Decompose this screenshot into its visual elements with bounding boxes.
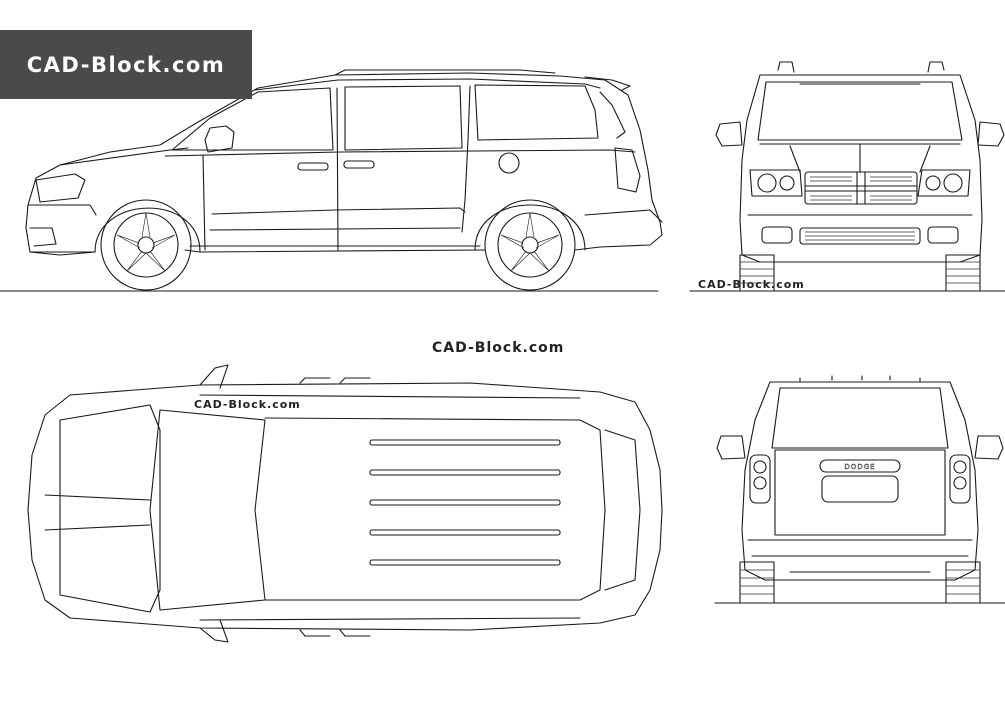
side-slide-handle [343,160,375,169]
top-side-lines [199,394,581,621]
front-view [689,61,1005,292]
rear-left-mirror [716,435,746,460]
front-right-mirror [977,121,1005,147]
top-hood-crease [44,494,151,531]
side-b-pillar [336,87,339,251]
top-upper-mirror [199,364,229,389]
front-left-foglamp [761,226,793,244]
side-front-handle [297,162,329,171]
side-rear-bumper [584,209,663,223]
logo-text: CAD-Block.com [26,52,226,77]
rear-plate-recess [821,475,899,503]
side-front-door-edge [202,154,206,251]
top-rail-bumps-upper [299,377,371,384]
top-rear-hatch [604,429,641,591]
side-foglamp [29,227,57,247]
side-bumper-line [27,204,97,216]
front-right-tire [945,254,981,292]
rear-badge: DODGE [844,463,875,471]
front-right-headlamp [917,169,971,197]
front-hood-lines [759,143,961,173]
rear-body-outline [741,381,979,581]
side-taillamp [614,147,641,193]
front-lower-grille [799,227,921,245]
side-belt-line [164,149,636,157]
front-grille [804,171,918,205]
front-body-outline [739,74,983,263]
top-hood [59,404,161,613]
front-windshield [757,81,963,141]
front-roof-rack [777,61,945,73]
rear-bumper-lines [747,539,973,573]
top-windshield [149,409,266,611]
side-front-wheel [100,199,192,291]
rear-window [771,387,949,449]
rear-right-taillamp [949,454,971,504]
side-middle-window [344,85,463,151]
side-roof-rail [254,78,601,91]
side-front-arch [94,207,201,253]
rear-view: DODGE [714,375,1005,604]
watermark-front: CAD-Block.com [698,278,805,291]
side-rear-window [474,84,599,141]
side-rear-wheel [484,199,576,291]
side-front-window [171,87,334,151]
top-roof-bars [369,439,561,566]
front-left-tire [739,254,775,292]
rear-left-tire [739,561,775,604]
rear-roof-rack [799,375,921,383]
side-headlamp [35,173,86,203]
top-lower-mirror [199,619,229,643]
side-rocker-top [209,227,461,231]
rear-left-taillamp [749,454,771,504]
cad-block-logo[interactable]: CAD-Block.com [0,30,252,99]
side-rear-arch [474,204,586,251]
side-quarter-window [599,91,626,139]
front-left-mirror [715,121,743,147]
front-right-foglamp [927,226,959,244]
side-spoiler [584,76,631,91]
side-fuel-cap [498,152,520,174]
top-rail-bumps-lower [299,629,371,637]
rear-badge-plate [819,459,901,473]
side-mirror [204,125,235,153]
side-crease [211,207,466,215]
side-view [0,69,663,292]
watermark-center: CAD-Block.com [432,340,565,356]
rear-right-mirror [974,435,1004,460]
side-hood-line [59,147,189,166]
side-sliding-door-edge [461,85,471,233]
top-body-outline [27,382,663,631]
top-view [27,364,663,643]
side-roof-top [334,69,556,76]
rear-right-tire [945,561,981,604]
rear-liftgate [774,449,946,536]
watermark-top: CAD-Block.com [194,398,301,411]
front-left-headlamp [749,169,803,197]
top-roof [264,417,606,601]
